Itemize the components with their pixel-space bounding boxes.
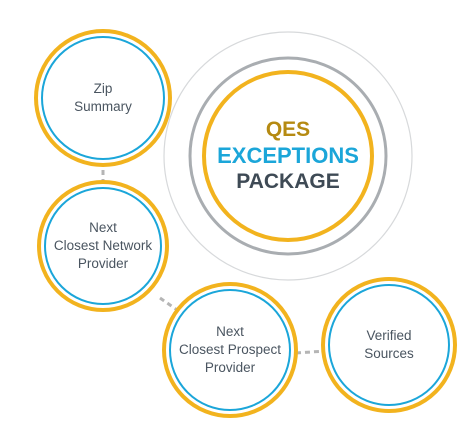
verified-sources-node: Verified Sources [329,315,449,375]
prospect-provider-node: Next Closest Prospect Provider [170,315,290,385]
zip-summary-node: Zip Summary [43,68,163,128]
prospect-provider-inner-circle [169,289,291,411]
verified-sources-line2: Sources [364,346,414,361]
center-inner-ring [202,70,374,242]
verified-sources-outer-circle [321,277,457,413]
network-provider-line2: Closest Network [53,238,153,253]
center-label: QES EXCEPTIONS PACKAGE [188,106,388,206]
network-provider-line1: Next [89,220,117,235]
center-title-line2: EXCEPTIONS [217,143,359,168]
zip-summary-line1: Zip [93,81,113,96]
prospect-provider-line1: Next [216,324,244,339]
center-middle-ring [188,56,388,256]
prospect-provider-outer-circle [162,282,298,418]
network-provider-node: Next Closest Network Provider [43,211,163,281]
network-provider-outer-circle [37,180,169,312]
zip-summary-outer-circle [34,29,172,167]
network-provider-inner-circle [44,187,162,305]
center-title-line3: PACKAGE [236,170,340,193]
zip-summary-line2: Summary [74,99,132,114]
center-title-line1: QES [265,118,311,141]
prospect-provider-line3: Provider [204,360,256,375]
center-outer-ring [163,31,413,281]
verified-sources-inner-circle [328,284,450,406]
verified-sources-line1: Verified [366,328,412,343]
network-provider-line3: Provider [77,256,129,271]
prospect-provider-line2: Closest Prospect [178,342,282,357]
zip-summary-inner-circle [41,36,165,160]
